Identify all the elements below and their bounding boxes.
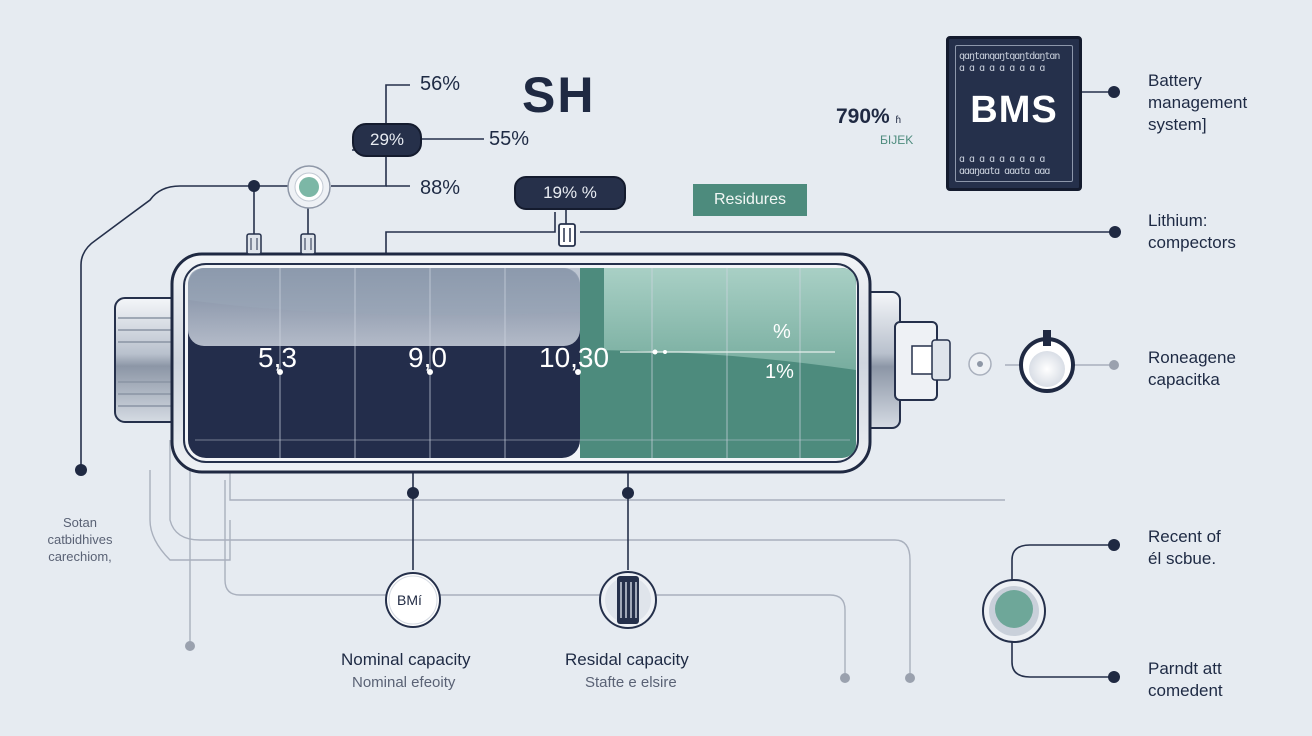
label-roneagene: Roneagene capacitka xyxy=(1148,348,1236,389)
percent-56: 56% xyxy=(420,73,461,95)
bmi-icon xyxy=(385,572,441,628)
cell-dividers xyxy=(279,268,801,458)
residures-tag: Residures xyxy=(693,184,807,216)
stat-value: 790% xyxy=(836,105,896,128)
percent-55: 55% xyxy=(489,128,530,150)
residal-capacity-sub: Stafte e elsire xyxy=(585,674,677,691)
label-parindt: Parndt att comedent xyxy=(1148,659,1223,700)
bmi-icon-label: BMí xyxy=(397,592,422,608)
cell-module-icon xyxy=(599,571,657,629)
label-recent: Recent of él scbue. xyxy=(1148,527,1221,568)
value-markers xyxy=(277,369,581,375)
percent-19-badge: 19% % xyxy=(514,176,626,210)
connector-node-small xyxy=(968,352,992,376)
battery-left-terminal xyxy=(114,297,181,423)
label-battery-management: Battery management system] xyxy=(1148,71,1248,134)
bms-chip-pins-bottom: ɑ ɑ ɑ ɑ ɑ ɑ ɑ ɑ ɑ ɑɑɑŋɑɑtɑ ɑɑɑtɑ ɑɑɑ xyxy=(959,154,1050,177)
battery-value-3: 10,30 xyxy=(539,342,610,373)
label-lithium: Lithium: compectors xyxy=(1148,211,1236,252)
battery-right-percent: % xyxy=(773,321,791,343)
battery-right-terminal xyxy=(859,291,951,429)
connection-dots xyxy=(75,86,1121,683)
stat-suffix: ɦ xyxy=(895,115,902,126)
stat-sub: ƂIJEK xyxy=(880,133,914,147)
battery-body xyxy=(170,252,872,474)
sensor-icon xyxy=(287,165,331,209)
residal-capacity-title: Residal capacity xyxy=(565,650,689,669)
battery-right-1-percent: 1% xyxy=(765,361,794,383)
left-note: Sotan catbidhives carechiom, xyxy=(47,515,113,564)
diagram-title: SH xyxy=(522,67,596,123)
bms-chip-border xyxy=(955,45,1073,182)
power-knob-icon xyxy=(1019,330,1075,393)
green-gauge-icon xyxy=(982,579,1046,643)
bms-label: BMS xyxy=(970,89,1058,131)
bms-chip-pins-top: qɑŋtɑnqɑŋtqɑŋtdɑŋtɑn ɑ ɑ ɑ ɑ ɑ ɑ ɑ ɑ ɑ xyxy=(959,51,1060,74)
top-terminal-pins xyxy=(246,223,576,255)
nominal-capacity-title: Nominal capacity xyxy=(341,650,471,669)
battery-value-2: 9,0 xyxy=(408,342,447,373)
nominal-capacity-sub: Nominal efeoity xyxy=(352,674,456,691)
percent-29-badge: 29% xyxy=(352,123,422,157)
battery-value-1: 5,3 xyxy=(258,342,297,373)
bms-chip: qɑŋtɑnqɑŋtqɑŋtdɑŋtɑn ɑ ɑ ɑ ɑ ɑ ɑ ɑ ɑ ɑ B… xyxy=(946,36,1082,191)
muted-dots xyxy=(185,360,1119,683)
stat-790: 790% ɦ xyxy=(836,105,901,129)
percent-88: 88% xyxy=(420,177,461,199)
